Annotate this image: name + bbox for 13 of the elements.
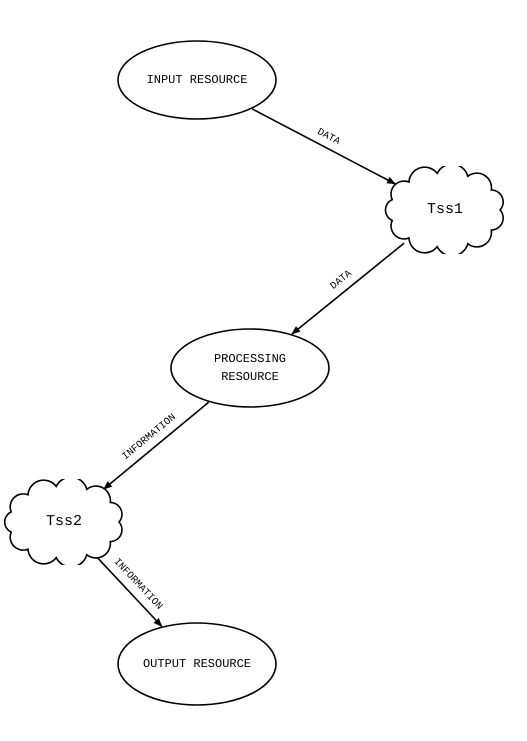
node-label: Tss1 [426,201,464,219]
node-label: PROCESSING RESOURCE [212,351,287,386]
node-label: OUTPUT RESOURCE [142,656,252,673]
node-label: Tss2 [44,513,83,531]
ellipse-node [117,622,277,706]
arrow [103,402,210,490]
arrow [97,558,162,627]
arrow [291,242,405,335]
ellipse-node [117,40,277,120]
node-label: INPUT RESOURCE [146,72,248,89]
ellipse-node [170,328,330,408]
arrow [252,108,396,185]
cloud-shape [383,166,507,254]
